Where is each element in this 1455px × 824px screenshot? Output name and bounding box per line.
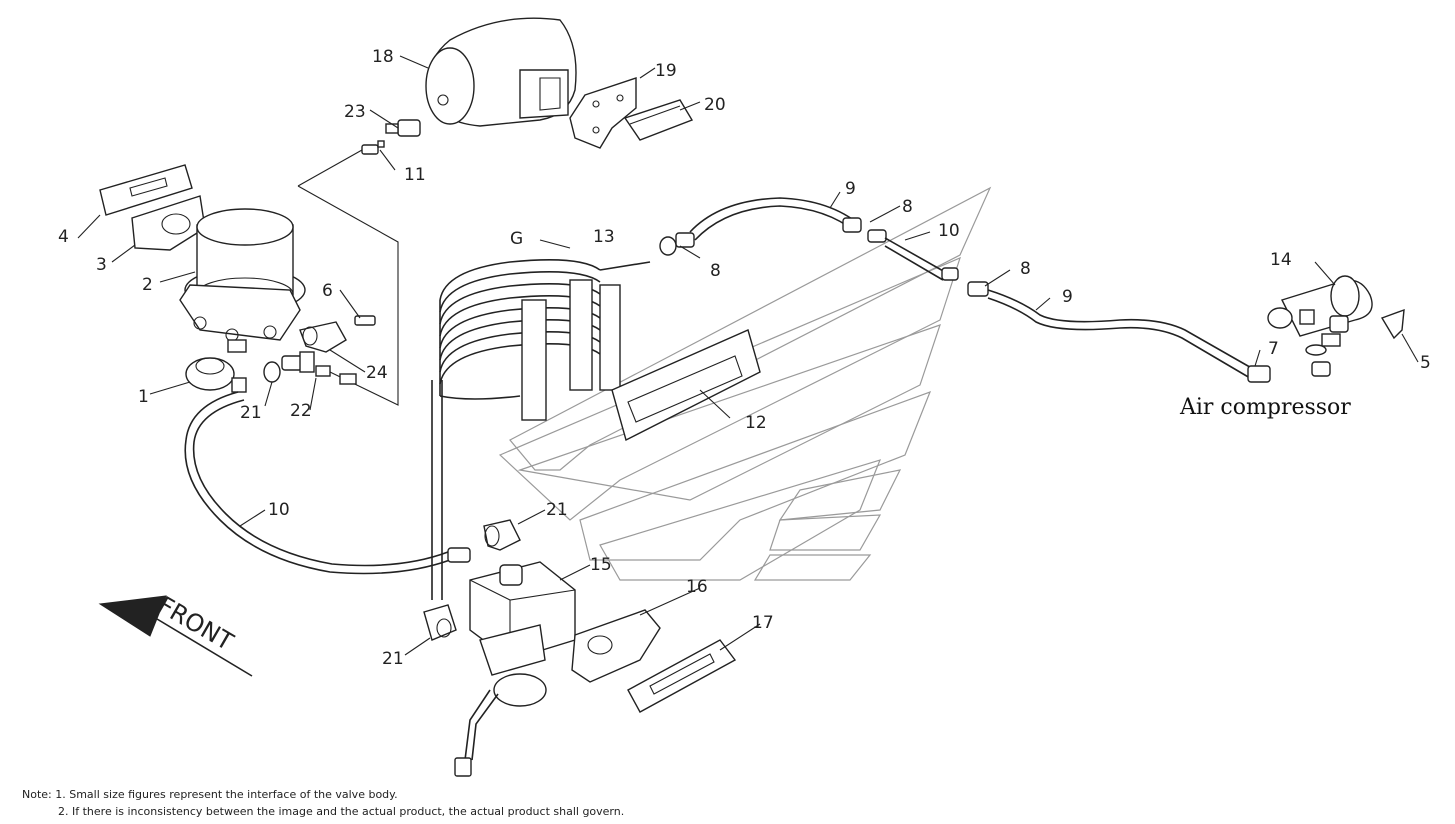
- bracket-part-16: [571, 609, 661, 683]
- strap-part-20: [623, 99, 694, 141]
- fitting-part-8-left: [659, 232, 695, 256]
- watermark-logo: [498, 186, 992, 581]
- callout-19: 19: [655, 61, 677, 81]
- callout-8-left: 8: [710, 261, 721, 281]
- callout-6: 6: [322, 281, 333, 301]
- callout-3: 3: [96, 255, 107, 275]
- bracket-part-12: [611, 329, 761, 442]
- callout-21-mid: 21: [546, 500, 568, 520]
- valve-part-15: [454, 561, 576, 777]
- callout-10-lower: 10: [268, 500, 290, 520]
- air-dryer-part-2: [179, 208, 306, 353]
- fitting-part-8-right: [967, 281, 989, 297]
- note-line-2: 2. If there is inconsistency between the…: [58, 805, 625, 818]
- callout-24: 24: [366, 363, 388, 383]
- callout-13: 13: [593, 227, 615, 247]
- callout-g: G: [510, 229, 523, 249]
- hose-part-10-lower: [184, 391, 471, 575]
- coil-pipe-part-13: [431, 258, 651, 600]
- air-compressor-label: Air compressor: [1179, 395, 1351, 420]
- strip-part-17: [627, 639, 737, 713]
- callout-9-lower: 9: [1062, 287, 1073, 307]
- pipe-part-9-upper: [689, 197, 861, 241]
- fitting-part-21-mid: [483, 519, 521, 551]
- air-tank-part-18: [425, 17, 577, 127]
- front-arrow: FRONT: [98, 591, 253, 677]
- callout-21-lower: 21: [382, 649, 404, 669]
- callout-12: 12: [745, 413, 767, 433]
- callout-15: 15: [590, 555, 612, 575]
- callout-8-mid: 8: [902, 197, 913, 217]
- fitting-part-7: [1247, 365, 1271, 383]
- guide-lines: [297, 149, 399, 406]
- callout-10-upper: 10: [938, 221, 960, 241]
- fitting-part-8-mid: [842, 217, 887, 243]
- clip-part-5: [1380, 308, 1405, 340]
- compressor-pipe-part-14: [1267, 275, 1373, 377]
- mount-strip-part-4: [99, 164, 193, 216]
- note-line-1: Note: 1. Small size figures represent th…: [22, 788, 398, 801]
- bracket-part-19: [569, 77, 637, 149]
- callout-8-right: 8: [1020, 259, 1031, 279]
- fittings-part-21-22: [231, 351, 357, 393]
- callout-9-upper: 9: [845, 179, 856, 199]
- callout-20: 20: [704, 95, 726, 115]
- callout-11: 11: [404, 165, 426, 185]
- pin-part-6: [354, 315, 376, 326]
- callout-14: 14: [1270, 250, 1292, 270]
- pipe-part-9-lower: [987, 289, 1256, 379]
- fitting-part-23: [385, 119, 421, 137]
- callout-7: 7: [1268, 339, 1279, 359]
- callout-23: 23: [344, 102, 366, 122]
- callout-22: 22: [290, 401, 312, 421]
- callout-18: 18: [372, 47, 394, 67]
- pipe-part-10-upper: [884, 237, 959, 281]
- callout-2: 2: [142, 275, 153, 295]
- fitting-part-21-lower: [423, 604, 457, 641]
- connector-part-11: [361, 140, 385, 155]
- callout-5: 5: [1420, 353, 1431, 373]
- callout-4: 4: [58, 227, 69, 247]
- leader-lines: [77, 55, 1419, 656]
- callout-21-upper: 21: [240, 403, 262, 423]
- callout-1: 1: [138, 387, 149, 407]
- nut-part-1: [185, 357, 235, 391]
- callout-16: 16: [686, 577, 708, 597]
- callout-17: 17: [752, 613, 774, 633]
- elbow-part-24: [299, 321, 347, 353]
- mount-plate-part-3: [131, 195, 206, 251]
